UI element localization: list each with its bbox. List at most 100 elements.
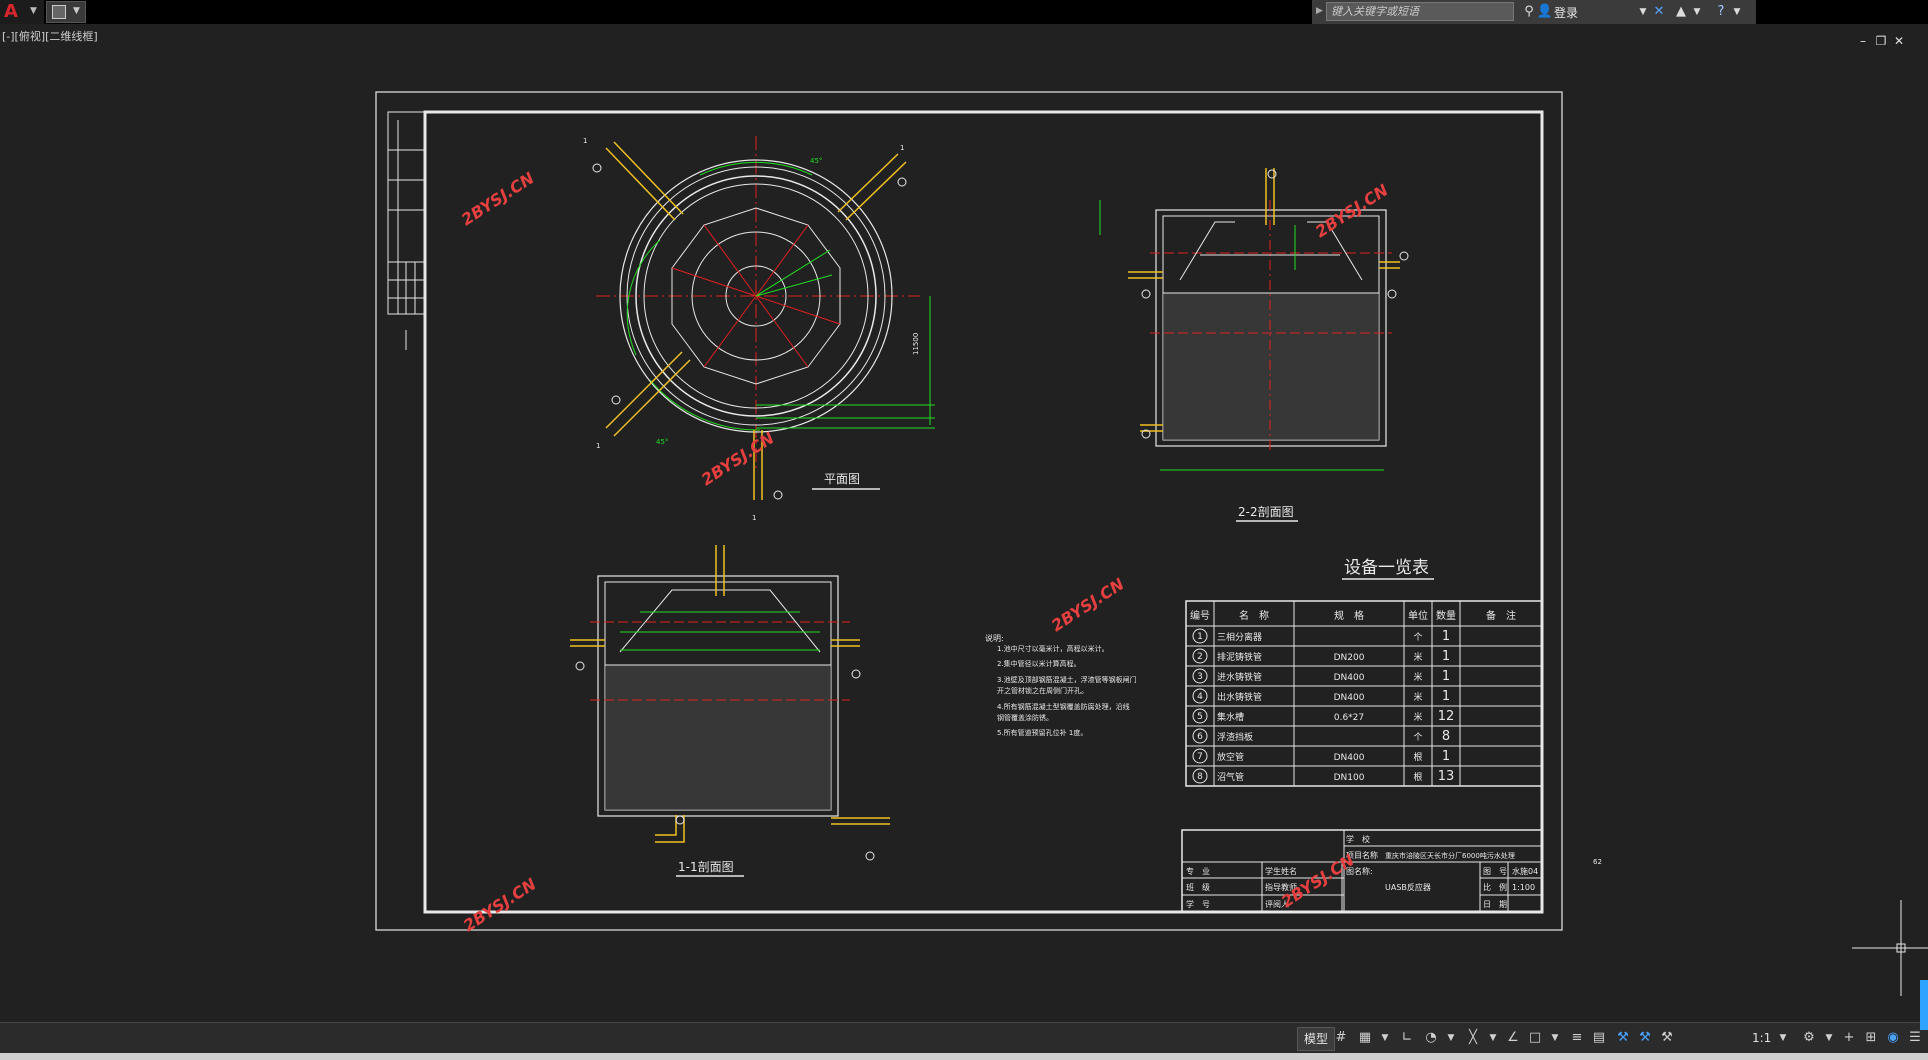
chevron-down-icon[interactable]: ▼ bbox=[1779, 1033, 1787, 1043]
close-icon[interactable]: ✕ bbox=[1893, 34, 1905, 48]
equipment-cell-no: 7 bbox=[1197, 752, 1203, 762]
drawing-canvas[interactable]: 11 11 45° 45° 11500 平面图 bbox=[0, 0, 1928, 1020]
note-line: 开之管材锁之在周侧门开孔。 bbox=[997, 686, 1088, 695]
equipment-cell-no: 5 bbox=[1197, 712, 1203, 722]
equipment-cell-name: 放空管 bbox=[1217, 751, 1244, 763]
login-button[interactable]: 登录 bbox=[1554, 6, 1579, 20]
units-icon[interactable]: ⊞ bbox=[1865, 1030, 1877, 1045]
isolate-icon[interactable]: ◉ bbox=[1887, 1030, 1899, 1045]
help-icon[interactable]: ? bbox=[1717, 4, 1725, 19]
restore-icon[interactable]: ❐ bbox=[1875, 34, 1887, 48]
watermark: 2BYSJ.CN bbox=[698, 428, 778, 489]
chevron-down-icon[interactable]: ▼ bbox=[1733, 7, 1741, 17]
note-line: 3.池壁及顶部钢筋混凝土，浮渣管等钢板闸门 bbox=[997, 675, 1137, 684]
annotation-scale-value[interactable]: 1:1 bbox=[1752, 1031, 1772, 1045]
equipment-cell-qty: 1 bbox=[1442, 629, 1450, 644]
binoculars-icon[interactable]: ⚲ bbox=[1524, 4, 1534, 19]
snap-icon[interactable]: ▦ bbox=[1358, 1030, 1372, 1045]
svg-text:45°: 45° bbox=[656, 438, 668, 446]
svg-text:1: 1 bbox=[596, 442, 600, 450]
svg-text:11500: 11500 bbox=[912, 333, 920, 355]
row-number-circle bbox=[1192, 728, 1208, 744]
equipment-header-cell: 规 格 bbox=[1334, 609, 1364, 622]
svg-text:1: 1 bbox=[583, 137, 587, 145]
watermark: 2BYSJ.CN bbox=[1312, 180, 1392, 241]
row-number-circle bbox=[1192, 688, 1208, 704]
annotation-scale-icon[interactable]: ⚒ bbox=[1661, 1030, 1673, 1045]
equipment-cell-no: 1 bbox=[1197, 632, 1203, 642]
equipment-cell-spec: DN400 bbox=[1334, 693, 1365, 703]
note-line: 5.所有管道预留孔位补 1度。 bbox=[997, 728, 1087, 737]
equipment-cell-qty: 8 bbox=[1442, 729, 1450, 744]
viewport-controls[interactable]: [-][俯视][二维线框] bbox=[2, 30, 98, 43]
equipment-header-cell: 备 注 bbox=[1486, 609, 1516, 622]
equipment-cell-no: 2 bbox=[1197, 652, 1203, 662]
row-number-circle bbox=[1192, 748, 1208, 764]
object-snap-tracking-icon[interactable]: ∠ bbox=[1507, 1030, 1519, 1045]
chevron-down-icon[interactable]: ▼ bbox=[1447, 1033, 1455, 1043]
model-tab[interactable]: 模型 bbox=[1297, 1027, 1336, 1051]
polar-icon[interactable]: ◔ bbox=[1425, 1030, 1437, 1045]
object-snap-icon[interactable]: □ bbox=[1528, 1030, 1542, 1045]
application-menu-button[interactable]: A ▼ bbox=[0, 0, 44, 24]
equipment-cell-name: 排泥铸铁管 bbox=[1217, 651, 1262, 663]
chevron-down-icon[interactable]: ▼ bbox=[1489, 1033, 1497, 1043]
note-line: 2.集中管径以米计算高程。 bbox=[997, 659, 1081, 668]
equipment-cell-qty: 1 bbox=[1442, 749, 1450, 764]
minimize-icon[interactable]: – bbox=[1860, 34, 1866, 48]
equipment-cell-spec: DN100 bbox=[1334, 773, 1365, 783]
scale-value: 1:100 bbox=[1512, 883, 1535, 892]
chevron-down-icon[interactable]: ▼ bbox=[1381, 1033, 1389, 1043]
search-input[interactable] bbox=[1326, 2, 1514, 21]
grid-icon[interactable]: # bbox=[1335, 1030, 1347, 1045]
user-icon[interactable]: 👤 bbox=[1536, 4, 1554, 19]
equipment-cell-no: 3 bbox=[1197, 672, 1203, 682]
chevron-down-icon[interactable]: ▼ bbox=[1639, 7, 1647, 17]
chevron-down-icon[interactable]: ▼ bbox=[1693, 7, 1701, 17]
equipment-cell-name: 集水槽 bbox=[1217, 711, 1244, 723]
customize-icon[interactable]: ☰ bbox=[1909, 1030, 1921, 1045]
student-name-label: 学生姓名 bbox=[1265, 866, 1297, 876]
auto-scale-icon[interactable]: ⚒ bbox=[1639, 1030, 1651, 1045]
chevron-down-icon: ▼ bbox=[30, 6, 37, 16]
equipment-table-title: 设备一览表 bbox=[1344, 558, 1429, 578]
project-label: 项目名称 bbox=[1346, 850, 1378, 860]
row-number-circle bbox=[1192, 648, 1208, 664]
chevron-down-icon[interactable]: ▼ bbox=[1825, 1033, 1833, 1043]
expand-arrow-icon[interactable]: ▶ bbox=[1316, 6, 1323, 16]
chevron-down-icon: ▼ bbox=[73, 6, 80, 16]
equipment-cell-name: 三相分离器 bbox=[1217, 631, 1262, 643]
equipment-cell-unit: 个 bbox=[1413, 732, 1422, 743]
equipment-cell-unit: 米 bbox=[1413, 671, 1422, 683]
major-label: 专 业 bbox=[1186, 866, 1210, 876]
workspace-gear-icon[interactable]: ⚙ bbox=[1803, 1030, 1815, 1045]
notes-block: 说明: 1.池中尺寸以毫米计，高程以米计。 2.集中管径以米计算高程。 3.池壁… bbox=[985, 633, 1137, 737]
title-bar: A ▼ ▼ ▶ ⚲ 👤 登录 ▼ ✕ ▲ ▼ ? ▼ bbox=[0, 0, 1928, 24]
plus-icon[interactable]: + bbox=[1843, 1030, 1855, 1045]
watermark: 2BYSJ.CN bbox=[1048, 574, 1128, 635]
exchange-icon[interactable]: ✕ bbox=[1653, 4, 1665, 19]
transparency-icon[interactable]: ▤ bbox=[1592, 1030, 1606, 1045]
scale-mark: 62 bbox=[1593, 858, 1602, 866]
outer-frame bbox=[375, 91, 1563, 931]
autodesk-a360-icon[interactable]: ▲ bbox=[1676, 4, 1686, 19]
annotation-visibility-icon[interactable]: ⚒ bbox=[1617, 1030, 1629, 1045]
scroll-indicator[interactable] bbox=[1920, 980, 1928, 1030]
title-block: 学 校 项目名称 重庆市涪陵区天长市分厂6000吨污水处理 图名称: UASB反… bbox=[1181, 829, 1543, 913]
lineweight-icon[interactable]: ≡ bbox=[1571, 1030, 1583, 1045]
chevron-down-icon[interactable]: ▼ bbox=[1551, 1033, 1559, 1043]
plan-title: 平面图 bbox=[824, 472, 860, 486]
equipment-cell-qty: 1 bbox=[1442, 649, 1450, 664]
isodraft-icon[interactable]: ╳ bbox=[1469, 1030, 1477, 1045]
row-number-circle bbox=[1192, 768, 1208, 784]
inner-frame bbox=[423, 110, 1544, 914]
equipment-cell-name: 浮渣挡板 bbox=[1217, 731, 1253, 743]
equipment-cell-qty: 13 bbox=[1438, 769, 1455, 784]
ortho-icon[interactable]: ∟ bbox=[1401, 1030, 1413, 1045]
quick-access-button[interactable]: ▼ bbox=[46, 1, 86, 23]
equipment-cell-no: 8 bbox=[1197, 772, 1203, 782]
drawing-name-label: 图名称: bbox=[1346, 866, 1373, 876]
section-1-1: 1-1剖面图 bbox=[570, 545, 890, 877]
equipment-cell-name: 出水铸铁管 bbox=[1217, 691, 1262, 703]
